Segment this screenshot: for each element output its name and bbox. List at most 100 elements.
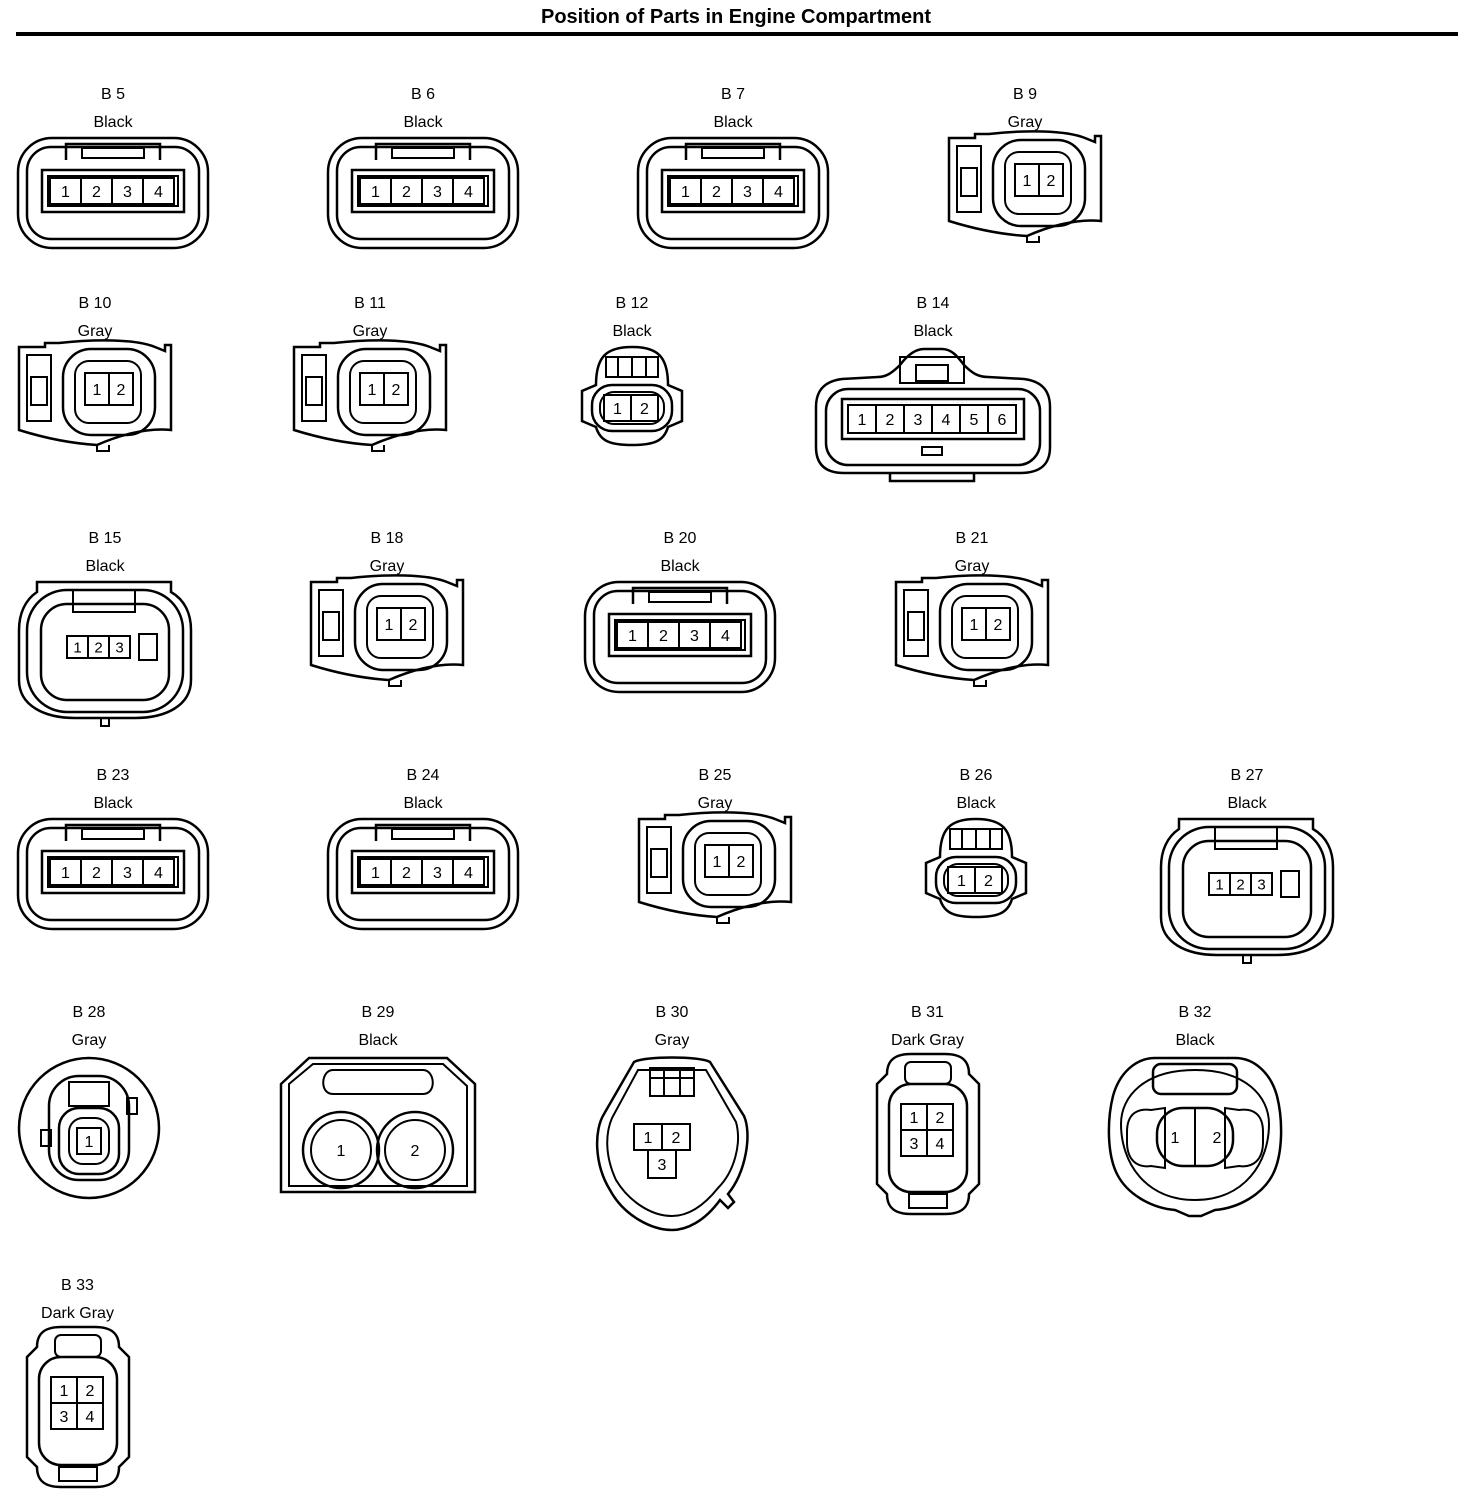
connector-color: Black <box>403 114 443 131</box>
pin-number: 1 <box>85 1134 94 1151</box>
connector-id: B 32 <box>1178 1004 1212 1021</box>
connector-id: B 23 <box>96 767 130 784</box>
pin-number: 2 <box>994 617 1003 634</box>
pin-number: 2 <box>886 412 895 429</box>
connector-color: Gray <box>697 795 733 812</box>
pin-number: 3 <box>914 412 923 429</box>
pin-cell <box>76 1402 104 1430</box>
pin-cell <box>985 607 1011 641</box>
pin-cell <box>142 858 175 886</box>
pin-cell <box>709 621 742 649</box>
connector-id: B 18 <box>370 530 404 547</box>
connector-drawing: 1 2 <box>1107 1056 1283 1218</box>
pin-number: 3 <box>433 184 442 201</box>
pin-number: 2 <box>92 184 101 201</box>
connector-id: B 14 <box>916 295 950 312</box>
pin-number: 2 <box>94 639 102 656</box>
pin-number: 3 <box>743 184 752 201</box>
pin-cell <box>452 858 485 886</box>
pin-number: 1 <box>385 617 394 634</box>
connector-id: B 21 <box>955 530 989 547</box>
pin-cell <box>142 177 175 205</box>
pin-number: 1 <box>613 401 622 418</box>
connector-id: B 5 <box>100 86 125 103</box>
pin-number: 2 <box>409 617 418 634</box>
pin-number: 4 <box>721 628 730 645</box>
pin-number: 2 <box>640 401 649 418</box>
pin-number: 2 <box>672 1130 681 1147</box>
pin-number: 3 <box>433 865 442 882</box>
connector-color: Black <box>1175 1032 1215 1049</box>
connector-id: B 27 <box>1230 767 1264 784</box>
pin-number: 1 <box>368 382 377 399</box>
connector-color: Gray <box>77 323 113 340</box>
pin-cell <box>400 607 426 641</box>
connector-color: Black <box>93 114 133 131</box>
pin-number: 3 <box>123 184 132 201</box>
connector-color: Black <box>612 323 652 340</box>
connector-color: Black <box>713 114 753 131</box>
pin-number: 4 <box>86 1409 95 1426</box>
pin-number: 3 <box>1257 876 1265 893</box>
pin-cell <box>108 635 131 659</box>
connector-color: Black <box>956 795 996 812</box>
connector-drawing: 1 <box>17 1056 161 1200</box>
connector-id: B 11 <box>354 295 386 312</box>
pin-number: 2 <box>92 865 101 882</box>
pin-number: 2 <box>86 1383 95 1400</box>
pin-number: 1 <box>371 184 380 201</box>
pin-cell <box>762 177 795 205</box>
connector-color: Gray <box>71 1032 107 1049</box>
connector-id: B 26 <box>959 767 993 784</box>
connector-color: Gray <box>1007 114 1043 131</box>
connector-drawing: 1 2 <box>279 1056 477 1194</box>
pin-number: 1 <box>1023 173 1032 190</box>
connector-color: Black <box>1227 795 1267 812</box>
connector-id: B 30 <box>655 1004 689 1021</box>
title-rule <box>16 32 1458 36</box>
pin-number: 1 <box>337 1143 346 1160</box>
connector-color: Gray <box>954 558 990 575</box>
connector-color: Gray <box>654 1032 690 1049</box>
pin-number: 2 <box>737 854 746 871</box>
pin-number: 2 <box>402 184 411 201</box>
pin-number: 4 <box>464 865 473 882</box>
pin-number: 1 <box>858 412 867 429</box>
pin-number: 2 <box>936 1110 945 1127</box>
pin-number: 1 <box>60 1383 69 1400</box>
connector-id: B 25 <box>698 767 732 784</box>
pin-number: 2 <box>117 382 126 399</box>
connector-color: Black <box>913 323 953 340</box>
pin-number: 4 <box>464 184 473 201</box>
connector-b28: B 28 Gray 1 <box>15 1004 163 1200</box>
connector-b32: B 32 Black 1 2 <box>1105 1004 1285 1219</box>
connector-color: Black <box>358 1032 398 1049</box>
connector-id: B 12 <box>615 295 649 312</box>
pin-number: 1 <box>970 617 979 634</box>
pin-number: 2 <box>712 184 721 201</box>
